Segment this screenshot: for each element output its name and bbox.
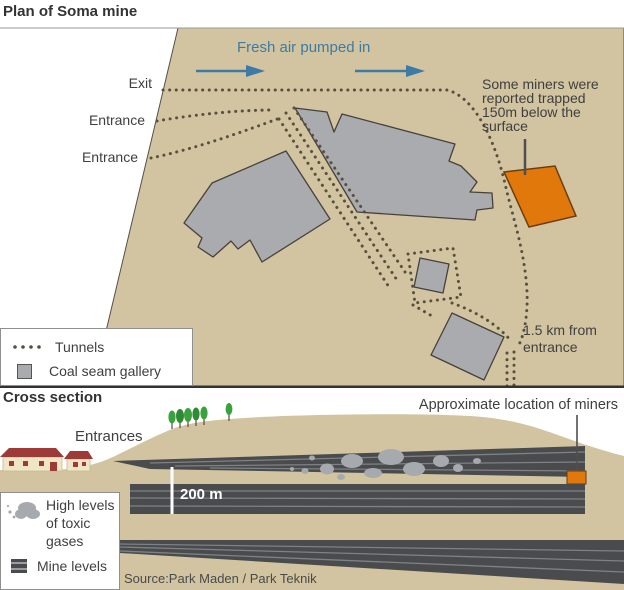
- coal-legend-label: Coal seam gallery: [49, 363, 162, 379]
- miners-location-label: Approximate location of miners: [418, 397, 618, 413]
- coal-gallery-icon: [17, 363, 32, 379]
- legend-row-gas: High levels of toxic gases: [5, 496, 119, 550]
- hilltop-trees: [168, 403, 233, 429]
- house-icon: [64, 451, 93, 472]
- plan-bottom-border: [0, 385, 624, 388]
- tunnel-entrance1-path: [155, 108, 276, 123]
- tree-icon: [168, 410, 176, 429]
- village-houses: [0, 448, 93, 472]
- legend-row-tunnels: Tunnels: [11, 337, 192, 357]
- tunnel-corridor-2: [284, 111, 399, 282]
- fresh-air-arrows: [196, 65, 425, 77]
- distance-note: 1.5 km from entrance: [523, 322, 597, 355]
- trapped-note: Some miners were reported trapped 150m b…: [482, 76, 599, 134]
- plan-title: Plan of Soma mine: [3, 3, 138, 20]
- cross-section-drawing: [0, 403, 624, 590]
- entrance-label-1: Entrance: [88, 112, 145, 128]
- depth-scale-label: 200 m: [180, 486, 223, 503]
- tree-icon: [176, 409, 184, 428]
- tunnels-dotted-icon: [13, 345, 41, 349]
- house-icon: [0, 448, 64, 472]
- source-credit: Source:Park Maden / Park Teknik: [124, 571, 317, 586]
- tunnel-dotted-paths: [149, 88, 529, 388]
- tree-icon: [200, 406, 208, 425]
- coal-seam-galleries: [183, 107, 505, 381]
- tunnel-corridor-1: [277, 117, 391, 289]
- tunnel-loop-to-corner: [450, 301, 513, 343]
- gas-legend-label: High levels of toxic gases: [46, 497, 115, 549]
- gallery-small: [413, 257, 450, 294]
- tunnel-corridor-3: [292, 106, 407, 274]
- miners-location-marker: [566, 470, 587, 485]
- tree-icon: [184, 408, 192, 427]
- cross-section-legend: High levels of toxic gases Mine levels: [0, 492, 120, 590]
- mine-level-lower: [119, 540, 624, 584]
- mine-levels-icon: [11, 559, 27, 573]
- exit-label: Exit: [128, 75, 152, 91]
- entrances-label: Entrances: [75, 428, 143, 445]
- tree-icon: [225, 403, 233, 421]
- tunnels-legend-label: Tunnels: [55, 339, 105, 355]
- fresh-air-arrow-right-icon: [355, 65, 425, 77]
- fresh-air-label: Fresh air pumped in: [237, 39, 371, 56]
- mine-level-middle: [129, 484, 586, 514]
- cross-section-title: Cross section: [3, 389, 103, 406]
- gallery-west: [183, 150, 331, 263]
- tree-icon: [192, 407, 200, 426]
- gallery-east: [294, 107, 494, 221]
- trapped-area-marker: [502, 165, 578, 228]
- plan-legend: Tunnels Coal seam gallery: [0, 328, 193, 386]
- levels-legend-label: Mine levels: [37, 558, 108, 574]
- toxic-gas-clouds: [289, 449, 481, 480]
- plan-map: [0, 27, 624, 388]
- legend-row-coal: Coal seam gallery: [11, 360, 192, 382]
- entrance-label-2: Entrance: [81, 149, 138, 165]
- legend-row-levels: Mine levels: [5, 557, 119, 575]
- toxic-gas-icon: [6, 502, 40, 519]
- fresh-air-arrow-left-icon: [196, 65, 265, 77]
- gallery-south: [430, 312, 505, 381]
- tunnel-loop-small-gallery: [406, 246, 463, 305]
- tunnel-exit-path: [161, 88, 529, 350]
